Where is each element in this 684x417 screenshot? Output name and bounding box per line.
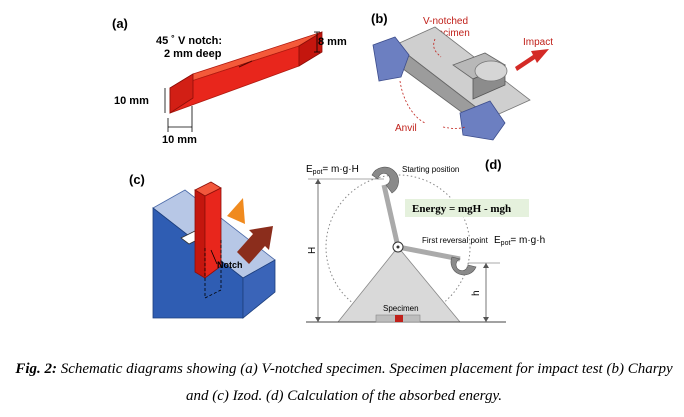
v-notch-edge xyxy=(238,60,253,68)
charpy-diagram: (b) V-notched specimen Impact Anvil xyxy=(371,11,553,141)
notch-pointer xyxy=(210,249,218,265)
specimen-label-line2: specimen xyxy=(427,28,470,39)
energy-box xyxy=(405,199,529,217)
panel-label-a: (a) xyxy=(112,16,128,31)
impact-label: Impact xyxy=(523,37,553,48)
anvil-left xyxy=(372,36,410,82)
panel-d-energy-calculation: (d) Epot= m·g·H H Specimen Starting posi… xyxy=(300,155,550,335)
panel-label-c: (c) xyxy=(129,172,145,187)
dim-H-arrow-bottom xyxy=(315,317,321,322)
dim-h-arrow-top xyxy=(483,263,489,268)
specimen-block xyxy=(395,315,403,322)
bar-end-face xyxy=(298,31,323,67)
epot-top-label: Epot= m·g·H xyxy=(306,164,359,176)
figure-caption: Fig. 2: Schematic diagrams showing (a) V… xyxy=(14,356,674,410)
notch-label: Notch xyxy=(217,260,243,270)
notch-label-line2: 2 mm deep xyxy=(164,48,222,60)
caption-prefix: Fig. 2: xyxy=(15,361,57,377)
impact-arrow xyxy=(515,49,549,71)
dim-H-arrow-top xyxy=(315,179,321,184)
first-reversal-label: First reversal point xyxy=(422,236,489,245)
izod-specimen-left xyxy=(194,189,206,279)
dim-h-arrow-bottom xyxy=(483,317,489,322)
anvil-label: Anvil xyxy=(395,123,417,134)
arm-start xyxy=(381,184,401,248)
panel-label-d: (d) xyxy=(485,157,502,172)
anvil-pointer-left xyxy=(399,80,426,124)
energy-formula: Energy = mgH - mgh xyxy=(412,203,511,215)
striker-tip xyxy=(474,60,508,82)
arm-reversal xyxy=(397,244,461,262)
anvil-right xyxy=(459,100,506,141)
specimen-bar-diagram: (a) 45 ˚ V notch: 2 mm deep 8 mm 10 mm 1… xyxy=(112,16,347,146)
panel-b-charpy: (b) V-notched specimen Impact Anvil xyxy=(365,5,580,145)
izod-impact-arrow xyxy=(237,226,273,264)
panel-c-izod: (c) Notch xyxy=(125,168,295,333)
dim-label-H: H xyxy=(307,247,318,254)
epot-right-label: Epot= m·g·h xyxy=(494,235,545,247)
dim-label-width: 10 mm xyxy=(162,134,197,146)
caption-text: Schematic diagrams showing (a) V-notched… xyxy=(56,361,673,404)
vise-side-face xyxy=(242,259,276,319)
panel-a-v-notched-specimen: (a) 45 ˚ V notch: 2 mm deep 8 mm 10 mm 1… xyxy=(110,10,360,150)
dim-label-h: h xyxy=(471,290,482,296)
hammer-reversal xyxy=(450,256,477,276)
pivot-center xyxy=(396,245,400,249)
specimen-label-line1: V-notched xyxy=(423,16,468,27)
specimen-label: Specimen xyxy=(383,304,419,313)
dim-label-height: 10 mm xyxy=(114,95,149,107)
pendulum-diagram: (d) Epot= m·g·H H Specimen Starting posi… xyxy=(306,157,545,323)
hidden-line-3 xyxy=(204,289,222,299)
notch-label-line1: 45 ˚ V notch: xyxy=(156,35,222,47)
bar-left-face xyxy=(169,73,194,114)
striker-wedge xyxy=(227,198,245,224)
starting-position-label: Starting position xyxy=(402,165,459,174)
dim-label-8mm: 8 mm xyxy=(318,36,347,48)
anvil-pointer-right xyxy=(442,126,466,129)
izod-diagram: (c) Notch xyxy=(129,172,276,319)
panel-label-b: (b) xyxy=(371,11,388,26)
hammer-start xyxy=(371,166,399,194)
